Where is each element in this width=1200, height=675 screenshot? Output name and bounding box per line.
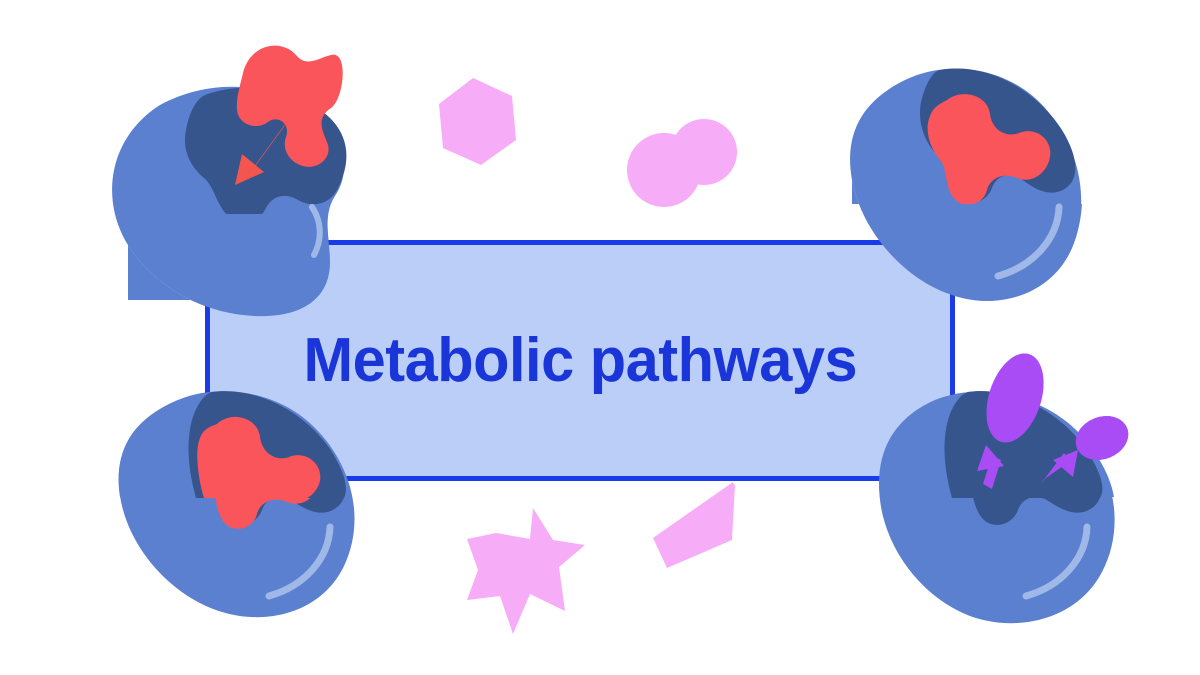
pink-square-icon (653, 482, 735, 568)
pink-star-icon (467, 508, 585, 634)
enzyme-highlight-arc (265, 523, 334, 600)
substrate-shape (236, 45, 343, 167)
reaction-arrow-red (235, 120, 288, 185)
pink-hexagon-icon (439, 78, 516, 165)
title-box: Metabolic pathways (205, 240, 955, 481)
substrate-shape-bound (927, 94, 1051, 205)
enzyme-highlight-arc (1022, 523, 1091, 600)
page-title: Metabolic pathways (303, 325, 857, 395)
pink-dumbbell-icon (627, 119, 737, 207)
